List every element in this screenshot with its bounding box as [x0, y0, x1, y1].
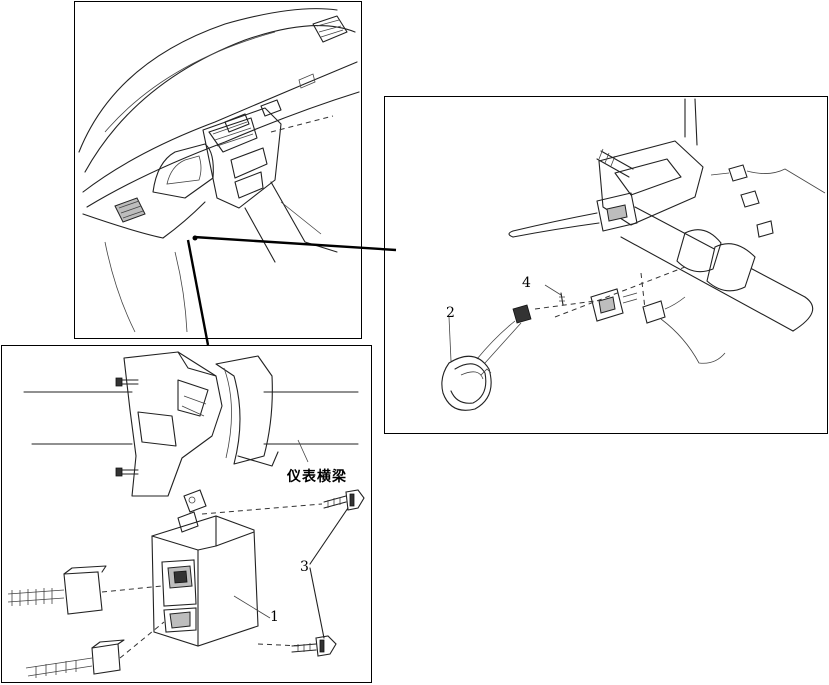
- dashboard-drawing: [78, 8, 360, 333]
- steering-column-drawing: [441, 98, 826, 411]
- callout-label-part-3: 3: [300, 559, 309, 575]
- dashboard-overview-panel: [74, 1, 362, 339]
- module-mounting-panel: [1, 345, 372, 683]
- callout-label-part-2: 2: [446, 305, 455, 321]
- module-mounting-drawing: [7, 351, 365, 678]
- steering-column-panel: [384, 96, 828, 434]
- cross-beam-label: 仪表横梁: [287, 469, 347, 485]
- callout-label-part-1: 1: [270, 609, 279, 625]
- callout-label-part-4: 4: [522, 275, 531, 291]
